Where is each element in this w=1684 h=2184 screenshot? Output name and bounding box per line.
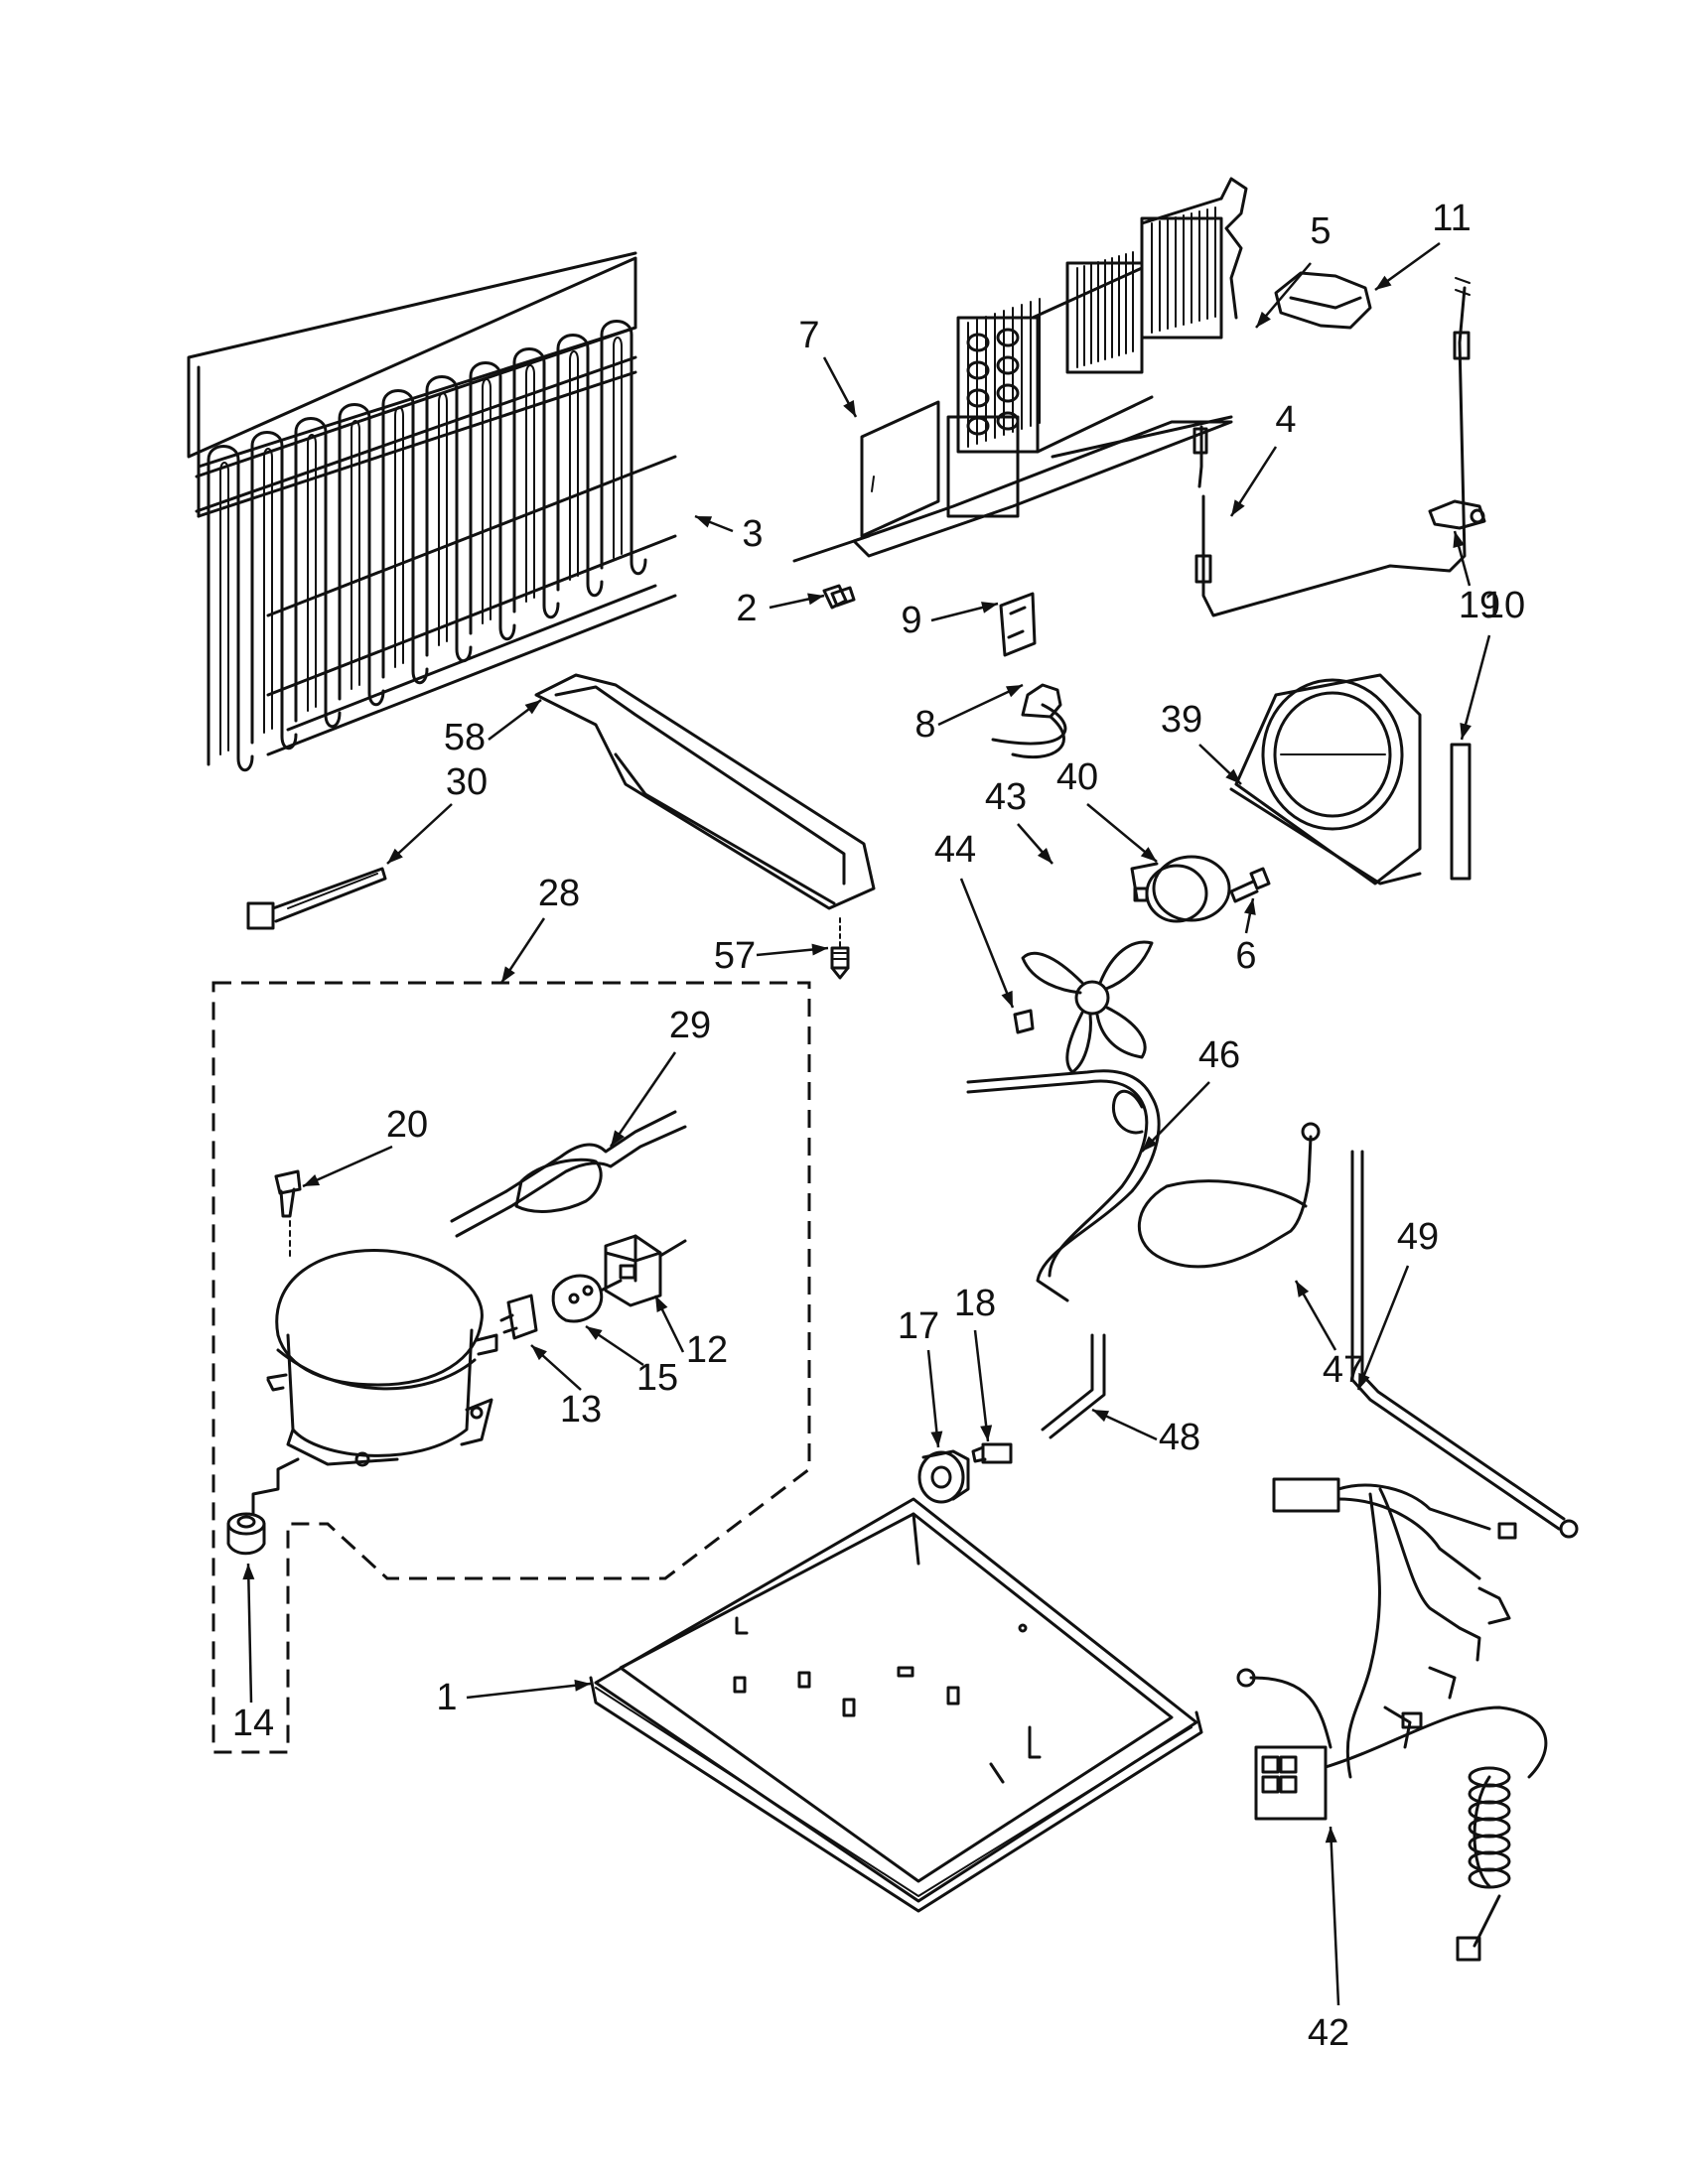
wire-harness	[1236, 1477, 1548, 1962]
relay-cover	[604, 1234, 687, 1307]
callout-8: 8	[914, 704, 935, 746]
cable-tie	[246, 867, 387, 930]
callout-15: 15	[636, 1357, 678, 1399]
callout-48: 48	[1159, 1417, 1200, 1458]
callout-5: 5	[1310, 210, 1331, 252]
compressor-assembly-boundary	[211, 981, 811, 1754]
callout-10: 10	[1483, 585, 1525, 626]
screw-20	[274, 1169, 302, 1257]
callout-43: 43	[985, 776, 1027, 818]
sensor-clip	[1428, 499, 1486, 530]
clip-9	[999, 592, 1037, 657]
blade-clip	[1013, 1009, 1035, 1034]
callout-58: 58	[444, 717, 486, 758]
callout-1: 1	[436, 1677, 457, 1718]
callout-labels: 1 2 3 4 5 6 7 8 9 10 11 12 13 14 15 17 1…	[232, 198, 1525, 2054]
suction-tube	[966, 1069, 1161, 1302]
callout-44: 44	[934, 829, 976, 871]
evaporator	[852, 177, 1248, 558]
fan-shroud	[1229, 673, 1422, 886]
screw-2	[822, 584, 856, 610]
callout-9: 9	[901, 600, 921, 641]
gasket-strip	[1450, 743, 1472, 881]
callout-19: 19	[1459, 585, 1500, 626]
filter-drier	[450, 1110, 687, 1238]
base-frame	[589, 1497, 1203, 1913]
callout-49: 49	[1397, 1216, 1439, 1258]
callout-13: 13	[560, 1389, 602, 1431]
callout-7: 7	[798, 315, 819, 356]
callout-40: 40	[1056, 756, 1098, 798]
callout-28: 28	[538, 873, 580, 914]
screw-57	[830, 917, 850, 980]
callout-57: 57	[714, 935, 756, 977]
elbow-tube	[1041, 1333, 1106, 1439]
heater-lead	[991, 683, 1067, 759]
callout-47: 47	[1323, 1349, 1364, 1391]
callout-12: 12	[686, 1329, 728, 1371]
overload-protector	[499, 1294, 538, 1340]
callout-11: 11	[1432, 198, 1471, 239]
screw-6	[1229, 867, 1271, 903]
cover-cap	[1274, 271, 1372, 330]
callout-2: 2	[736, 588, 757, 629]
start-relay	[551, 1274, 623, 1323]
callout-30: 30	[446, 761, 488, 803]
callout-42: 42	[1308, 2012, 1349, 2054]
grommet	[917, 1449, 970, 1504]
callout-4: 4	[1275, 399, 1296, 441]
callout-46: 46	[1198, 1034, 1240, 1076]
condenser-coil	[187, 251, 677, 772]
callout-3: 3	[742, 513, 763, 555]
compressor	[251, 1249, 498, 1516]
drain-hose	[1137, 1122, 1321, 1269]
callout-29: 29	[669, 1005, 711, 1046]
drain-pan	[534, 673, 876, 910]
fan-blade	[1021, 940, 1154, 1074]
shoulder-bolt	[971, 1442, 1013, 1464]
callout-20: 20	[386, 1104, 428, 1146]
callout-39: 39	[1161, 699, 1202, 741]
callout-14: 14	[232, 1703, 274, 1744]
compressor-grommet	[226, 1512, 266, 1556]
capillary-tube	[1350, 1150, 1579, 1539]
leader-lines	[242, 241, 1491, 2006]
thermistor-wire	[1193, 277, 1471, 617]
callout-18: 18	[954, 1283, 996, 1324]
fan-motor	[1130, 855, 1231, 923]
callout-6: 6	[1235, 935, 1256, 977]
evaporator-bracket	[792, 400, 940, 563]
callout-17: 17	[898, 1305, 939, 1347]
